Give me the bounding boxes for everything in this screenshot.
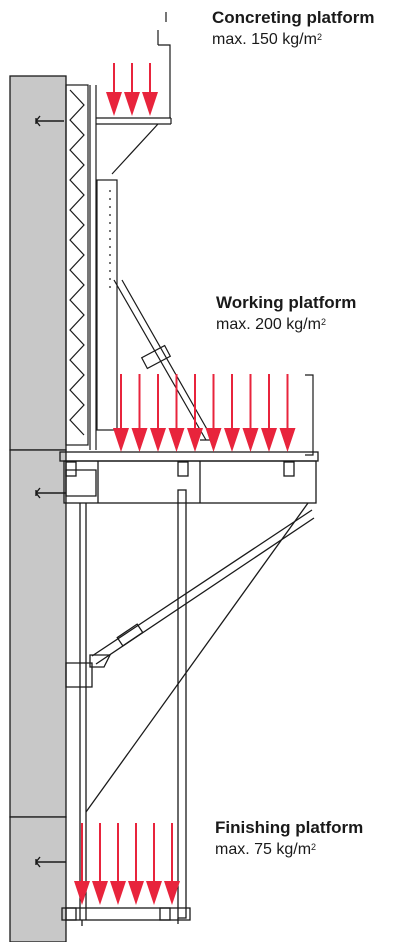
concreting-railing bbox=[157, 12, 171, 118]
wall-segment-lower bbox=[9, 816, 67, 942]
working-load-arrow bbox=[187, 374, 203, 452]
clamp bbox=[65, 907, 77, 921]
finishing-platform-load: max. 75 kg/m2 bbox=[215, 840, 317, 858]
finishing-load-arrow bbox=[92, 823, 108, 905]
upper-formwork bbox=[65, 84, 89, 446]
main-platform bbox=[59, 451, 319, 920]
tension-rod bbox=[85, 502, 309, 813]
finishing-platform-title: Finishing platform bbox=[215, 818, 364, 837]
wall-segment-middle bbox=[9, 449, 67, 818]
main-diagonal bbox=[91, 509, 315, 665]
working-platform-title: Working platform bbox=[216, 293, 357, 312]
working-load-arrow bbox=[168, 374, 185, 452]
concreting-platform-title: Concreting platform bbox=[212, 8, 375, 27]
working-load-arrow bbox=[131, 374, 148, 452]
working-load-arrow bbox=[113, 374, 129, 452]
diagonal-handle bbox=[116, 623, 144, 647]
anchor-cones bbox=[35, 115, 66, 868]
lattice-girder bbox=[69, 89, 85, 436]
climbing-frame bbox=[65, 12, 314, 456]
finishing-load-arrow bbox=[146, 823, 162, 905]
finishing-hanger-end bbox=[81, 918, 179, 926]
anchor-cone bbox=[35, 487, 66, 499]
concreting-load-arrow bbox=[142, 63, 158, 116]
finishing-load-arrow bbox=[128, 823, 144, 905]
working-platform-load: max. 200 kg/m2 bbox=[216, 315, 326, 333]
finishing-load-arrow bbox=[74, 823, 90, 905]
clamp bbox=[177, 461, 189, 477]
finishing-platform-label: Finishing platform max. 75 kg/m2 bbox=[215, 818, 363, 859]
working-load-arrow bbox=[242, 374, 259, 452]
working-deck bbox=[59, 451, 319, 462]
finishing-platform bbox=[61, 907, 191, 926]
working-platform-label: Working platform max. 200 kg/m2 bbox=[216, 293, 356, 334]
clamp bbox=[65, 461, 77, 477]
working-load-arrow bbox=[150, 374, 166, 452]
working-diagonal bbox=[113, 279, 213, 441]
finishing-load-arrow bbox=[164, 823, 180, 905]
wall bbox=[9, 75, 67, 942]
clamp bbox=[159, 907, 171, 921]
working-load-arrow bbox=[205, 374, 222, 452]
vertical-support bbox=[65, 654, 112, 688]
concreting-platform-label: Concreting platform max. 150 kg/m2 bbox=[212, 8, 374, 49]
anchor-cone bbox=[35, 115, 64, 127]
working-load-arrow bbox=[224, 374, 240, 452]
spindle-column bbox=[96, 179, 118, 431]
concreting-platform-load: max. 150 kg/m2 bbox=[212, 30, 322, 48]
deck-beam bbox=[63, 460, 317, 504]
wall-bracket bbox=[65, 469, 97, 497]
strut-handle bbox=[140, 344, 172, 370]
working-load-arrow bbox=[279, 374, 296, 452]
load-arrows bbox=[74, 63, 296, 905]
working-load-arrow bbox=[261, 374, 277, 452]
working-railing bbox=[200, 374, 314, 456]
wall-segment-upper bbox=[9, 75, 67, 451]
anchor-cone bbox=[35, 856, 66, 868]
finishing-deck bbox=[61, 907, 191, 921]
concreting-load-arrow bbox=[106, 63, 122, 116]
clamp bbox=[283, 461, 295, 477]
concreting-bracket bbox=[96, 117, 172, 175]
concreting-load-arrow bbox=[124, 63, 140, 116]
finishing-load-arrow bbox=[110, 823, 126, 905]
suspension-hanger bbox=[177, 489, 187, 919]
